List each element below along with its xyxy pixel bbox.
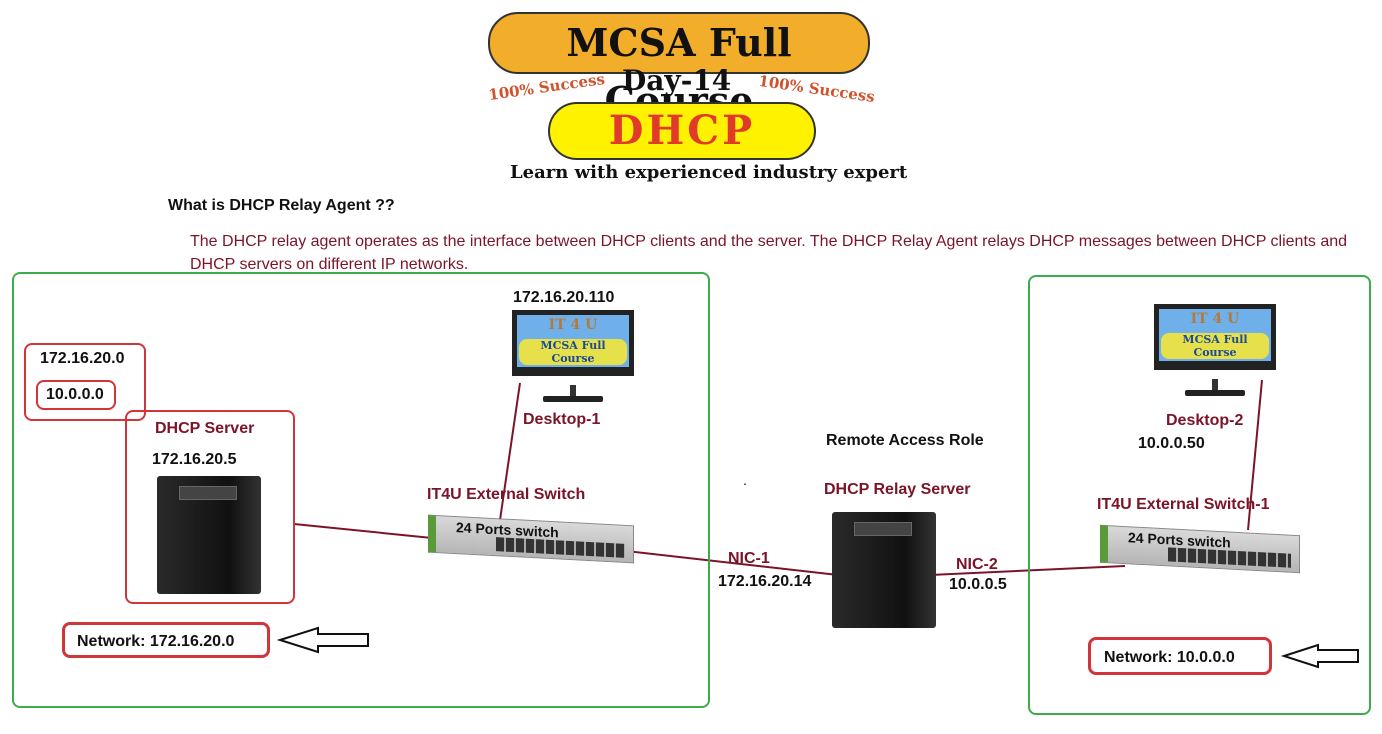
right-arrow-icon — [1280, 643, 1359, 669]
banner-tagline: Learn with experienced industry expert — [510, 162, 908, 183]
monitor-course: MCSA Full Course — [1161, 333, 1269, 359]
left-network-box — [12, 272, 710, 708]
switch-nic1-line — [599, 547, 839, 576]
desktop1-monitor-icon: IT 4 U MCSA Full Course — [512, 310, 634, 376]
relay-role: Remote Access Role — [826, 432, 984, 449]
relay-server-icon — [832, 512, 936, 628]
nic1-ip: 172.16.20.14 — [718, 573, 812, 590]
monitor-foot — [1185, 390, 1245, 396]
left-arrow-icon — [276, 626, 369, 654]
switch1-text: 24 Ports switch — [1128, 529, 1231, 551]
banner-topic: DHCP — [548, 102, 816, 160]
nic2-switch-line — [929, 565, 1126, 576]
desktop2-switch-line — [1247, 379, 1263, 531]
monitor-brand: IT 4 U — [548, 317, 598, 333]
dhcp-server-box — [125, 410, 295, 604]
desktop2-label: Desktop-2 — [1166, 412, 1244, 429]
scope-box — [24, 343, 146, 421]
desktop2-monitor-icon: IT 4 U MCSA Full Course — [1154, 304, 1276, 370]
monitor-foot — [543, 396, 603, 402]
left-network-label: Network: 172.16.20.0 — [62, 622, 270, 658]
scope-2: 10.0.0.0 — [36, 380, 116, 410]
monitor-stand — [570, 385, 576, 399]
monitor-course: MCSA Full Course — [519, 339, 627, 365]
switch-label: IT4U External Switch — [427, 486, 586, 503]
monitor-stand — [1212, 379, 1218, 393]
desktop2-ip: 10.0.0.50 — [1138, 435, 1205, 452]
dhcp-server-ip: 172.16.20.5 — [152, 451, 237, 468]
relay-label: DHCP Relay Server — [824, 481, 971, 498]
nic2-ip: 10.0.0.5 — [949, 576, 1007, 593]
desktop1-label: Desktop-1 — [523, 411, 601, 428]
right-network-box — [1028, 275, 1371, 715]
question-heading: What is DHCP Relay Agent ?? — [168, 197, 395, 214]
desktop1-ip: 172.16.20.110 — [513, 289, 615, 306]
stray-dot: . — [743, 472, 747, 488]
right-network-label: Network: 10.0.0.0 — [1088, 637, 1272, 675]
scope-1: 172.16.20.0 — [40, 350, 125, 367]
switch-text: 24 Ports switch — [456, 519, 559, 541]
server-switch-line — [293, 523, 433, 539]
dhcp-server-label: DHCP Server — [155, 420, 255, 437]
nic2-label: NIC-2 — [956, 556, 998, 573]
desktop1-switch-line — [499, 382, 521, 521]
dhcp-server-icon — [157, 476, 261, 594]
banner-day: Day-14 — [622, 64, 732, 97]
switch1-label: IT4U External Switch-1 — [1097, 496, 1270, 513]
description: The DHCP relay agent operates as the int… — [190, 233, 1348, 273]
nic1-label: NIC-1 — [728, 550, 770, 567]
monitor-brand: IT 4 U — [1190, 311, 1240, 327]
